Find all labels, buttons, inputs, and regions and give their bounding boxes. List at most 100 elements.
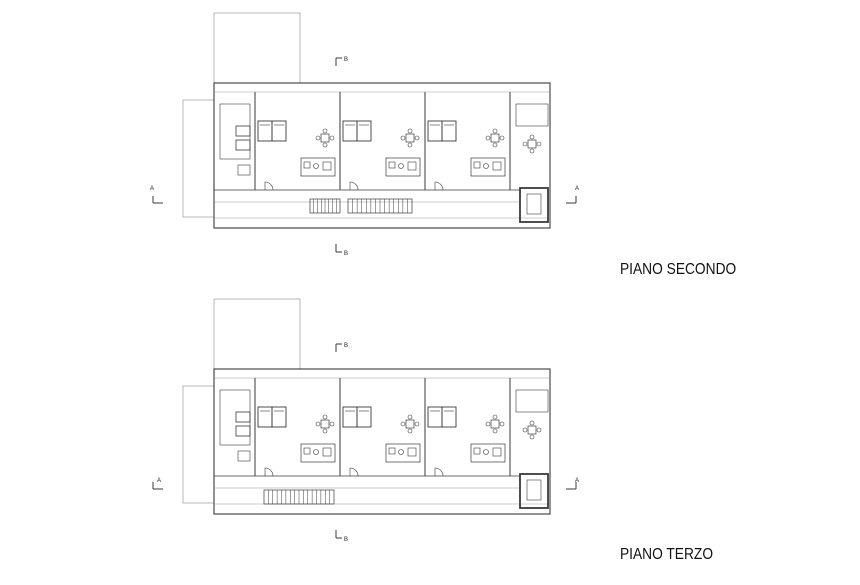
washbasin [313,449,319,455]
section-mark-b-top: B [344,343,348,349]
bed [427,406,443,428]
bed [441,406,457,428]
section-mark-a-left: A [157,478,161,484]
section-mark-b-bottom: B [344,537,348,543]
bed [427,120,443,142]
section-mark-a-right: A [575,186,579,192]
shower-tray [407,447,417,457]
chair [315,135,321,141]
chair [529,134,535,140]
chair [492,428,498,434]
lift-core [519,473,549,509]
shower-tray [492,447,502,457]
section-mark-b-top: B [344,57,348,63]
lift-core [519,187,549,223]
chair [329,421,335,427]
chair [329,135,335,141]
roof-terrace-outline [213,12,301,84]
bed [271,406,287,428]
bed [235,125,251,137]
table [405,133,415,143]
lift-car [526,193,542,215]
table [490,133,500,143]
washbasin-unit [237,164,251,176]
balcony-outline [182,385,215,504]
bed [257,120,273,142]
chair [499,135,505,141]
building-envelope [213,82,551,229]
toilet [388,161,396,169]
bathroom [300,157,336,177]
toilet [303,447,311,455]
floor-title-second: PIANO SECONDO [620,261,737,278]
door-swing [349,467,359,477]
chair [522,141,528,147]
chair [407,142,413,148]
bed [257,406,273,428]
chair [414,135,420,141]
table [320,133,330,143]
table [490,419,500,429]
chair [529,434,535,440]
chair [536,141,542,147]
washbasin [398,163,404,169]
shower-tray [322,161,332,171]
service-room [219,389,251,446]
chair [407,414,413,420]
chair [322,414,328,420]
chair [322,428,328,434]
shower-tray [492,161,502,171]
bathroom [300,443,336,463]
service-room [219,103,251,160]
door-swing [349,181,359,191]
section-mark-a-right: A [575,478,579,484]
bed [356,406,372,428]
bed [441,120,457,142]
chair [414,421,420,427]
door-swing [434,467,444,477]
chair [407,128,413,134]
chair [407,428,413,434]
bathroom [470,157,506,177]
chair [499,421,505,427]
washbasin [483,449,489,455]
chair [536,427,542,433]
lift-car [526,479,542,501]
washbasin-unit [237,450,251,462]
chair [315,421,321,427]
chair [400,135,406,141]
toilet [303,161,311,169]
section-mark-a-left: A [150,186,154,192]
door-swing [264,181,274,191]
chair [529,420,535,426]
bed [235,425,251,437]
chair [492,128,498,134]
chair [322,142,328,148]
shower-tray [322,447,332,457]
chair [400,421,406,427]
bed [235,139,251,151]
door-swing [434,181,444,191]
washbasin [483,163,489,169]
floor-plan-second: B B A A [150,12,579,257]
bed [342,120,358,142]
building-envelope [213,368,551,515]
shower-tray [407,161,417,171]
kitchenette [515,103,549,127]
section-mark-b-bottom: B [344,251,348,257]
bed [271,120,287,142]
chair [522,427,528,433]
table [320,419,330,429]
chair [492,142,498,148]
bed [235,411,251,423]
washbasin [313,163,319,169]
kitchenette [515,389,549,413]
chair [529,148,535,154]
bed [356,120,372,142]
bed [342,406,358,428]
bathroom [385,157,421,177]
chair [492,414,498,420]
floor-title-third: PIANO TERZO [620,546,714,563]
